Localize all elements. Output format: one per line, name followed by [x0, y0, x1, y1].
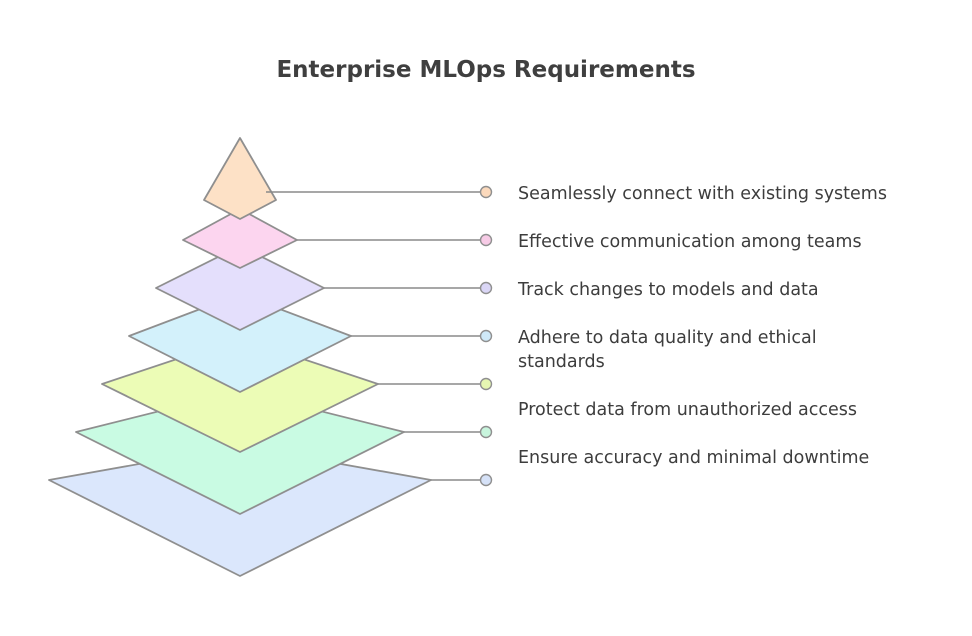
level-label-line: Ensure accuracy and minimal downtime: [518, 448, 869, 468]
level-labels: Seamlessly connect with existing systems…: [517, 184, 887, 468]
level-label-3: Track changes to models and data: [517, 280, 819, 300]
leader-dot-3: [479, 281, 493, 295]
leader-dot-1: [479, 185, 493, 199]
level-label-line: Adhere to data quality and ethical: [518, 328, 817, 348]
pyramid-layer-4: [128, 293, 352, 393]
pyramid-layer-3: [155, 245, 325, 331]
level-label-2: Effective communication among teams: [518, 232, 862, 252]
level-label-line: Effective communication among teams: [518, 232, 862, 252]
level-label-line: standards: [518, 352, 605, 372]
pyramid-layer-1: [203, 137, 277, 220]
level-label-line: Seamlessly connect with existing systems: [518, 184, 887, 204]
level-label-line: Track changes to models and data: [517, 280, 819, 300]
leader-dot-7: [479, 473, 493, 487]
level-label-5: Protect data from unauthorized access: [518, 400, 857, 420]
leader-dot-6: [479, 425, 493, 439]
pyramid-layer-2: [182, 208, 298, 269]
leader-dot-2: [479, 233, 493, 247]
leader-lines: [266, 185, 493, 487]
level-label-1: Seamlessly connect with existing systems: [518, 184, 887, 204]
diagram-title: Enterprise MLOps Requirements: [276, 57, 695, 83]
level-label-line: Protect data from unauthorized access: [518, 400, 857, 420]
pyramid-layer-5: [101, 337, 379, 453]
leader-dot-5: [479, 377, 493, 391]
leader-dot-4: [479, 329, 493, 343]
level-label-6: Ensure accuracy and minimal downtime: [518, 448, 869, 468]
pyramid-layers: [48, 137, 432, 577]
level-label-4: Adhere to data quality and ethical standa…: [518, 328, 817, 372]
